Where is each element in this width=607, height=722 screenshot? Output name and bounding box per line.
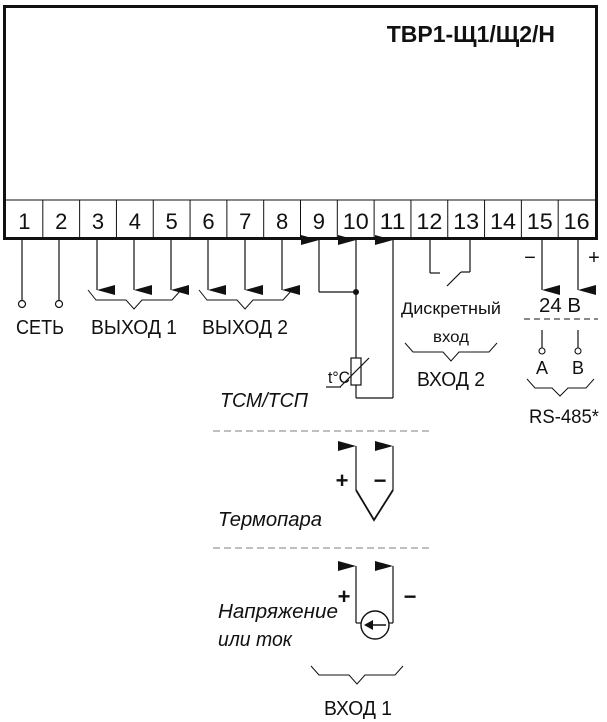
supply-plus-sign: + xyxy=(588,247,600,269)
power-label: СЕТЬ xyxy=(16,317,64,339)
rs485-label: RS-485* xyxy=(529,407,600,428)
input-1-brace xyxy=(310,665,404,685)
tc-plus-sign: + xyxy=(336,468,349,493)
rs485-brace xyxy=(526,378,595,397)
output-1-group: ВЫХОД 1 xyxy=(87,238,189,339)
rs485-contact-b xyxy=(574,347,582,355)
terminal-4: 4 xyxy=(115,200,141,238)
input-1-label: ВХОД 1 xyxy=(324,698,392,720)
rs485-circuit: − + 24 В A B RS-485* xyxy=(524,238,600,428)
thermocouple-label: Термопара xyxy=(218,509,322,531)
output-2-label: ВЫХОД 2 xyxy=(202,317,288,339)
thermocouple-circuit: + − Термопара xyxy=(218,441,394,531)
power-contact-2 xyxy=(54,299,64,309)
power-contact-1 xyxy=(17,299,27,309)
terminal-12: 12 xyxy=(410,200,442,238)
vc-plus-sign: + xyxy=(338,584,351,609)
supply-minus-sign: − xyxy=(524,247,536,269)
discrete-input-label-line2: вход xyxy=(433,329,470,346)
terminal-number: 15 xyxy=(527,209,553,234)
input-2-label: ВХОД 2 xyxy=(417,369,485,391)
discrete-input-circuit: Дискретный вход ВХОД 2 xyxy=(401,238,501,391)
terminal-3: 3 xyxy=(79,200,104,238)
terminal-number: 11 xyxy=(380,209,406,234)
input-2-brace xyxy=(404,342,498,362)
terminal-number: 13 xyxy=(453,209,479,234)
supply-voltage-label: 24 В xyxy=(539,295,581,317)
terminal-2: 2 xyxy=(42,200,67,238)
output-2-brace xyxy=(198,289,293,310)
terminal-9: 9 xyxy=(300,200,325,238)
terminal-11: 11 xyxy=(373,200,406,238)
terminal-number: 6 xyxy=(202,209,214,234)
output-2-group: ВЫХОД 2 xyxy=(198,238,300,339)
temperature-symbol: t°C xyxy=(328,368,350,387)
terminal-number: 1 xyxy=(18,209,30,234)
terminal-8: 8 xyxy=(263,200,288,238)
terminal-5: 5 xyxy=(152,200,178,238)
terminal-number: 9 xyxy=(313,209,325,234)
terminal-14: 14 xyxy=(484,200,516,238)
terminal-number: 5 xyxy=(166,209,178,234)
voltage-current-label-line1: Напряжение xyxy=(218,601,338,623)
output-1-brace xyxy=(87,289,182,310)
terminal-number: 4 xyxy=(129,209,141,234)
switch-contact-icon xyxy=(446,271,462,287)
voltage-current-circuit: + − Напряжение или ток ВХОД 1 xyxy=(218,561,417,720)
discrete-input-label-line1: Дискретный xyxy=(401,299,501,318)
rs485-a-label: A xyxy=(536,358,548,378)
terminal-number: 10 xyxy=(343,209,369,234)
terminal-1: 1 xyxy=(18,209,30,234)
rtd-circuit: t°C ТСМ/ТСП xyxy=(220,235,394,412)
voltage-current-label-line2: или ток xyxy=(218,629,294,651)
terminal-number: 7 xyxy=(239,209,251,234)
terminal-16: 16 xyxy=(557,200,590,238)
terminal-13: 13 xyxy=(447,200,479,238)
device-housing: ТВР1-Щ1/Щ2/Н xyxy=(3,5,598,240)
terminal-number: 8 xyxy=(276,209,288,234)
device-model-title: ТВР1-Щ1/Щ2/Н xyxy=(387,21,555,47)
terminal-7: 7 xyxy=(226,200,251,238)
rs485-contact-a xyxy=(538,347,546,355)
terminal-6: 6 xyxy=(189,200,215,238)
tc-minus-sign: − xyxy=(374,468,387,493)
terminal-number: 14 xyxy=(490,209,516,234)
terminal-10: 10 xyxy=(336,200,369,238)
terminal-number: 16 xyxy=(564,209,590,234)
terminal-number: 2 xyxy=(55,209,67,234)
vc-minus-sign: − xyxy=(404,584,417,609)
thermocouple-junction-icon xyxy=(355,489,394,522)
terminal-number: 12 xyxy=(416,209,442,234)
rtd-label: ТСМ/ТСП xyxy=(220,390,308,412)
terminal-number: 3 xyxy=(92,209,104,234)
power-terminals: СЕТЬ xyxy=(16,238,64,339)
terminal-15: 15 xyxy=(520,200,553,238)
output-1-label: ВЫХОД 1 xyxy=(91,317,177,339)
rs485-b-label: B xyxy=(572,358,584,378)
